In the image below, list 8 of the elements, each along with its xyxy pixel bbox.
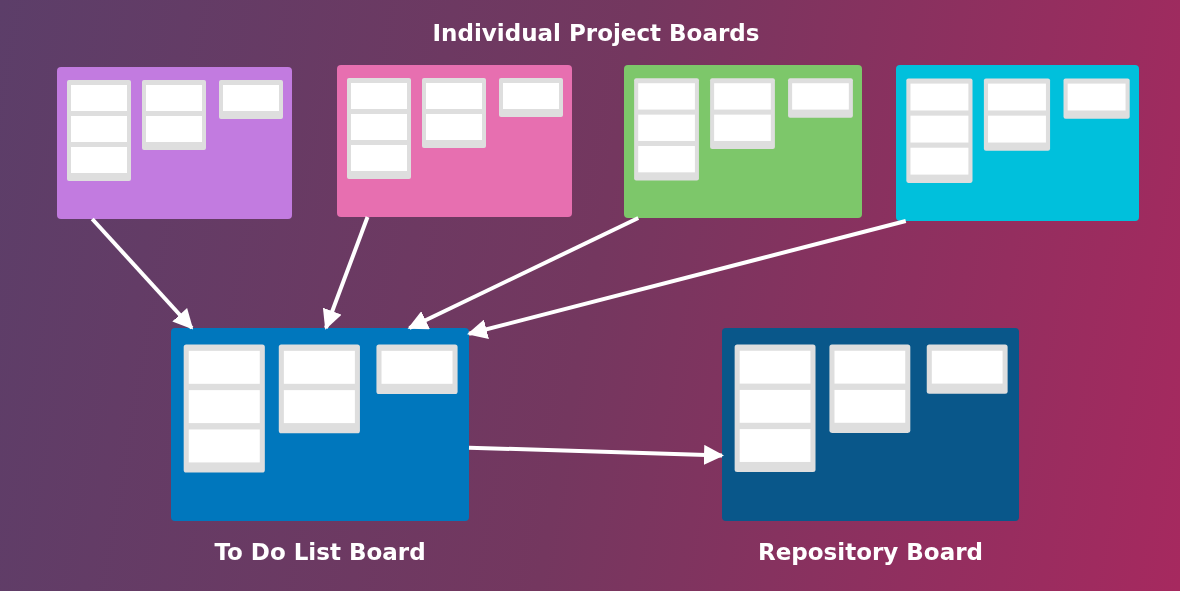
board-title: Repository Board xyxy=(757,539,984,565)
arrow xyxy=(407,216,640,330)
arrow xyxy=(468,444,724,465)
arrow xyxy=(90,217,194,330)
board-title: To Do List Board xyxy=(213,539,427,565)
arrow xyxy=(322,216,370,330)
heading: Individual Project Boards xyxy=(431,20,761,46)
arrow xyxy=(467,219,907,339)
